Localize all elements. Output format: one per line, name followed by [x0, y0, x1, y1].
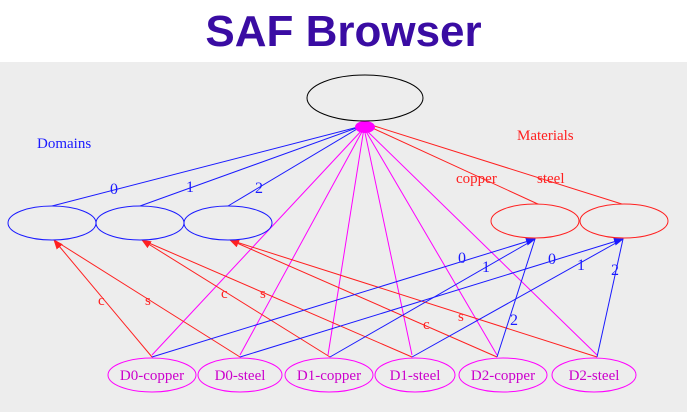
index-label-3: 0 — [548, 251, 556, 268]
leaf-label-d1-copper: D1-copper — [297, 368, 361, 384]
index-label-4: 1 — [577, 257, 585, 274]
edge-d2copper-domain2 — [229, 239, 498, 358]
leaf-node-d1-steel[interactable] — [374, 357, 456, 393]
page-title: SAF Browser — [205, 7, 482, 56]
edge-d0steel-root — [239, 127, 365, 356]
edge-d1copper-copper — [329, 238, 536, 358]
root-to-material-edges — [367, 123, 626, 206]
header-bar: SAF Browser — [0, 0, 687, 62]
edge-root-domain-1 — [139, 125, 363, 207]
edge-root-copper — [367, 125, 541, 206]
cs-label-2: c — [221, 286, 228, 302]
edge-root-domain-2 — [227, 125, 363, 207]
root-arrow-cluster — [355, 121, 375, 133]
leaf-node-d0-steel[interactable] — [197, 357, 283, 393]
leaf-node-d1-copper[interactable] — [284, 357, 374, 393]
edge-d1steel-domain1 — [141, 239, 413, 358]
index-label-1: 1 — [482, 259, 490, 276]
diagram-canvas: Domains Materials 0 1 2 copper steel c s… — [0, 62, 687, 412]
leaf-to-domain-edges — [53, 239, 598, 358]
edge-d1steel-root — [363, 127, 413, 356]
domain-edge-label-1: 1 — [186, 179, 194, 196]
leaf-nodes — [107, 357, 637, 393]
leaf-label-d2-steel: D2-steel — [569, 368, 620, 384]
edge-d2steel-steel — [596, 238, 624, 358]
cs-label-3: s — [260, 286, 266, 302]
leaf-node-d0-copper[interactable] — [107, 357, 197, 393]
edge-d0copper-copper — [151, 237, 536, 358]
domain-node-2[interactable] — [183, 205, 273, 241]
leaf-label-d0-copper: D0-copper — [120, 368, 184, 384]
index-label-5: 2 — [611, 262, 619, 279]
edge-root-domain-0 — [51, 125, 363, 207]
edge-d2steel-domain2 — [229, 239, 598, 358]
edge-d0copper-root — [151, 127, 365, 356]
cs-label-5: s — [458, 309, 464, 325]
index-label-0: 0 — [458, 250, 466, 267]
root-node[interactable] — [306, 74, 424, 122]
edge-d1copper-domain1 — [141, 239, 331, 358]
materials-label: Materials — [517, 128, 574, 144]
edge-d0steel-domain0 — [53, 239, 241, 358]
edge-d2steel-root — [363, 127, 598, 356]
edge-d1copper-root — [327, 127, 365, 356]
cs-label-1: s — [145, 293, 151, 309]
material-node-steel[interactable] — [579, 203, 669, 239]
leaf-label-d0-steel: D0-steel — [215, 368, 266, 384]
index-label-2: 2 — [510, 312, 518, 329]
leaf-node-d2-copper[interactable] — [458, 357, 548, 393]
leaf-to-root-edges — [151, 127, 598, 356]
root-to-domain-edges — [51, 125, 363, 207]
material-edge-label-copper: copper — [456, 171, 497, 187]
edge-d0copper-domain0 — [53, 239, 153, 358]
domains-label: Domains — [37, 136, 91, 152]
edge-root-steel — [367, 123, 626, 206]
domain-edge-label-2: 2 — [255, 180, 263, 197]
saf-graph: Domains Materials 0 1 2 copper steel c s… — [7, 74, 669, 393]
material-edge-label-steel: steel — [537, 171, 565, 187]
edge-d2copper-root — [363, 127, 498, 356]
edge-d1steel-steel — [411, 238, 624, 358]
material-node-copper[interactable] — [490, 203, 580, 239]
leaf-label-d1-steel: D1-steel — [390, 368, 441, 384]
domain-node-0[interactable] — [7, 205, 97, 241]
leaf-label-d2-copper: D2-copper — [471, 368, 535, 384]
domain-node-1[interactable] — [95, 205, 185, 241]
cs-label-4: c — [423, 317, 430, 333]
domain-edge-label-0: 0 — [110, 181, 118, 198]
cs-label-0: c — [98, 293, 105, 309]
leaf-to-material-edges — [151, 237, 624, 358]
edge-d2copper-copper — [496, 238, 536, 358]
leaf-node-d2-steel[interactable] — [551, 357, 637, 393]
